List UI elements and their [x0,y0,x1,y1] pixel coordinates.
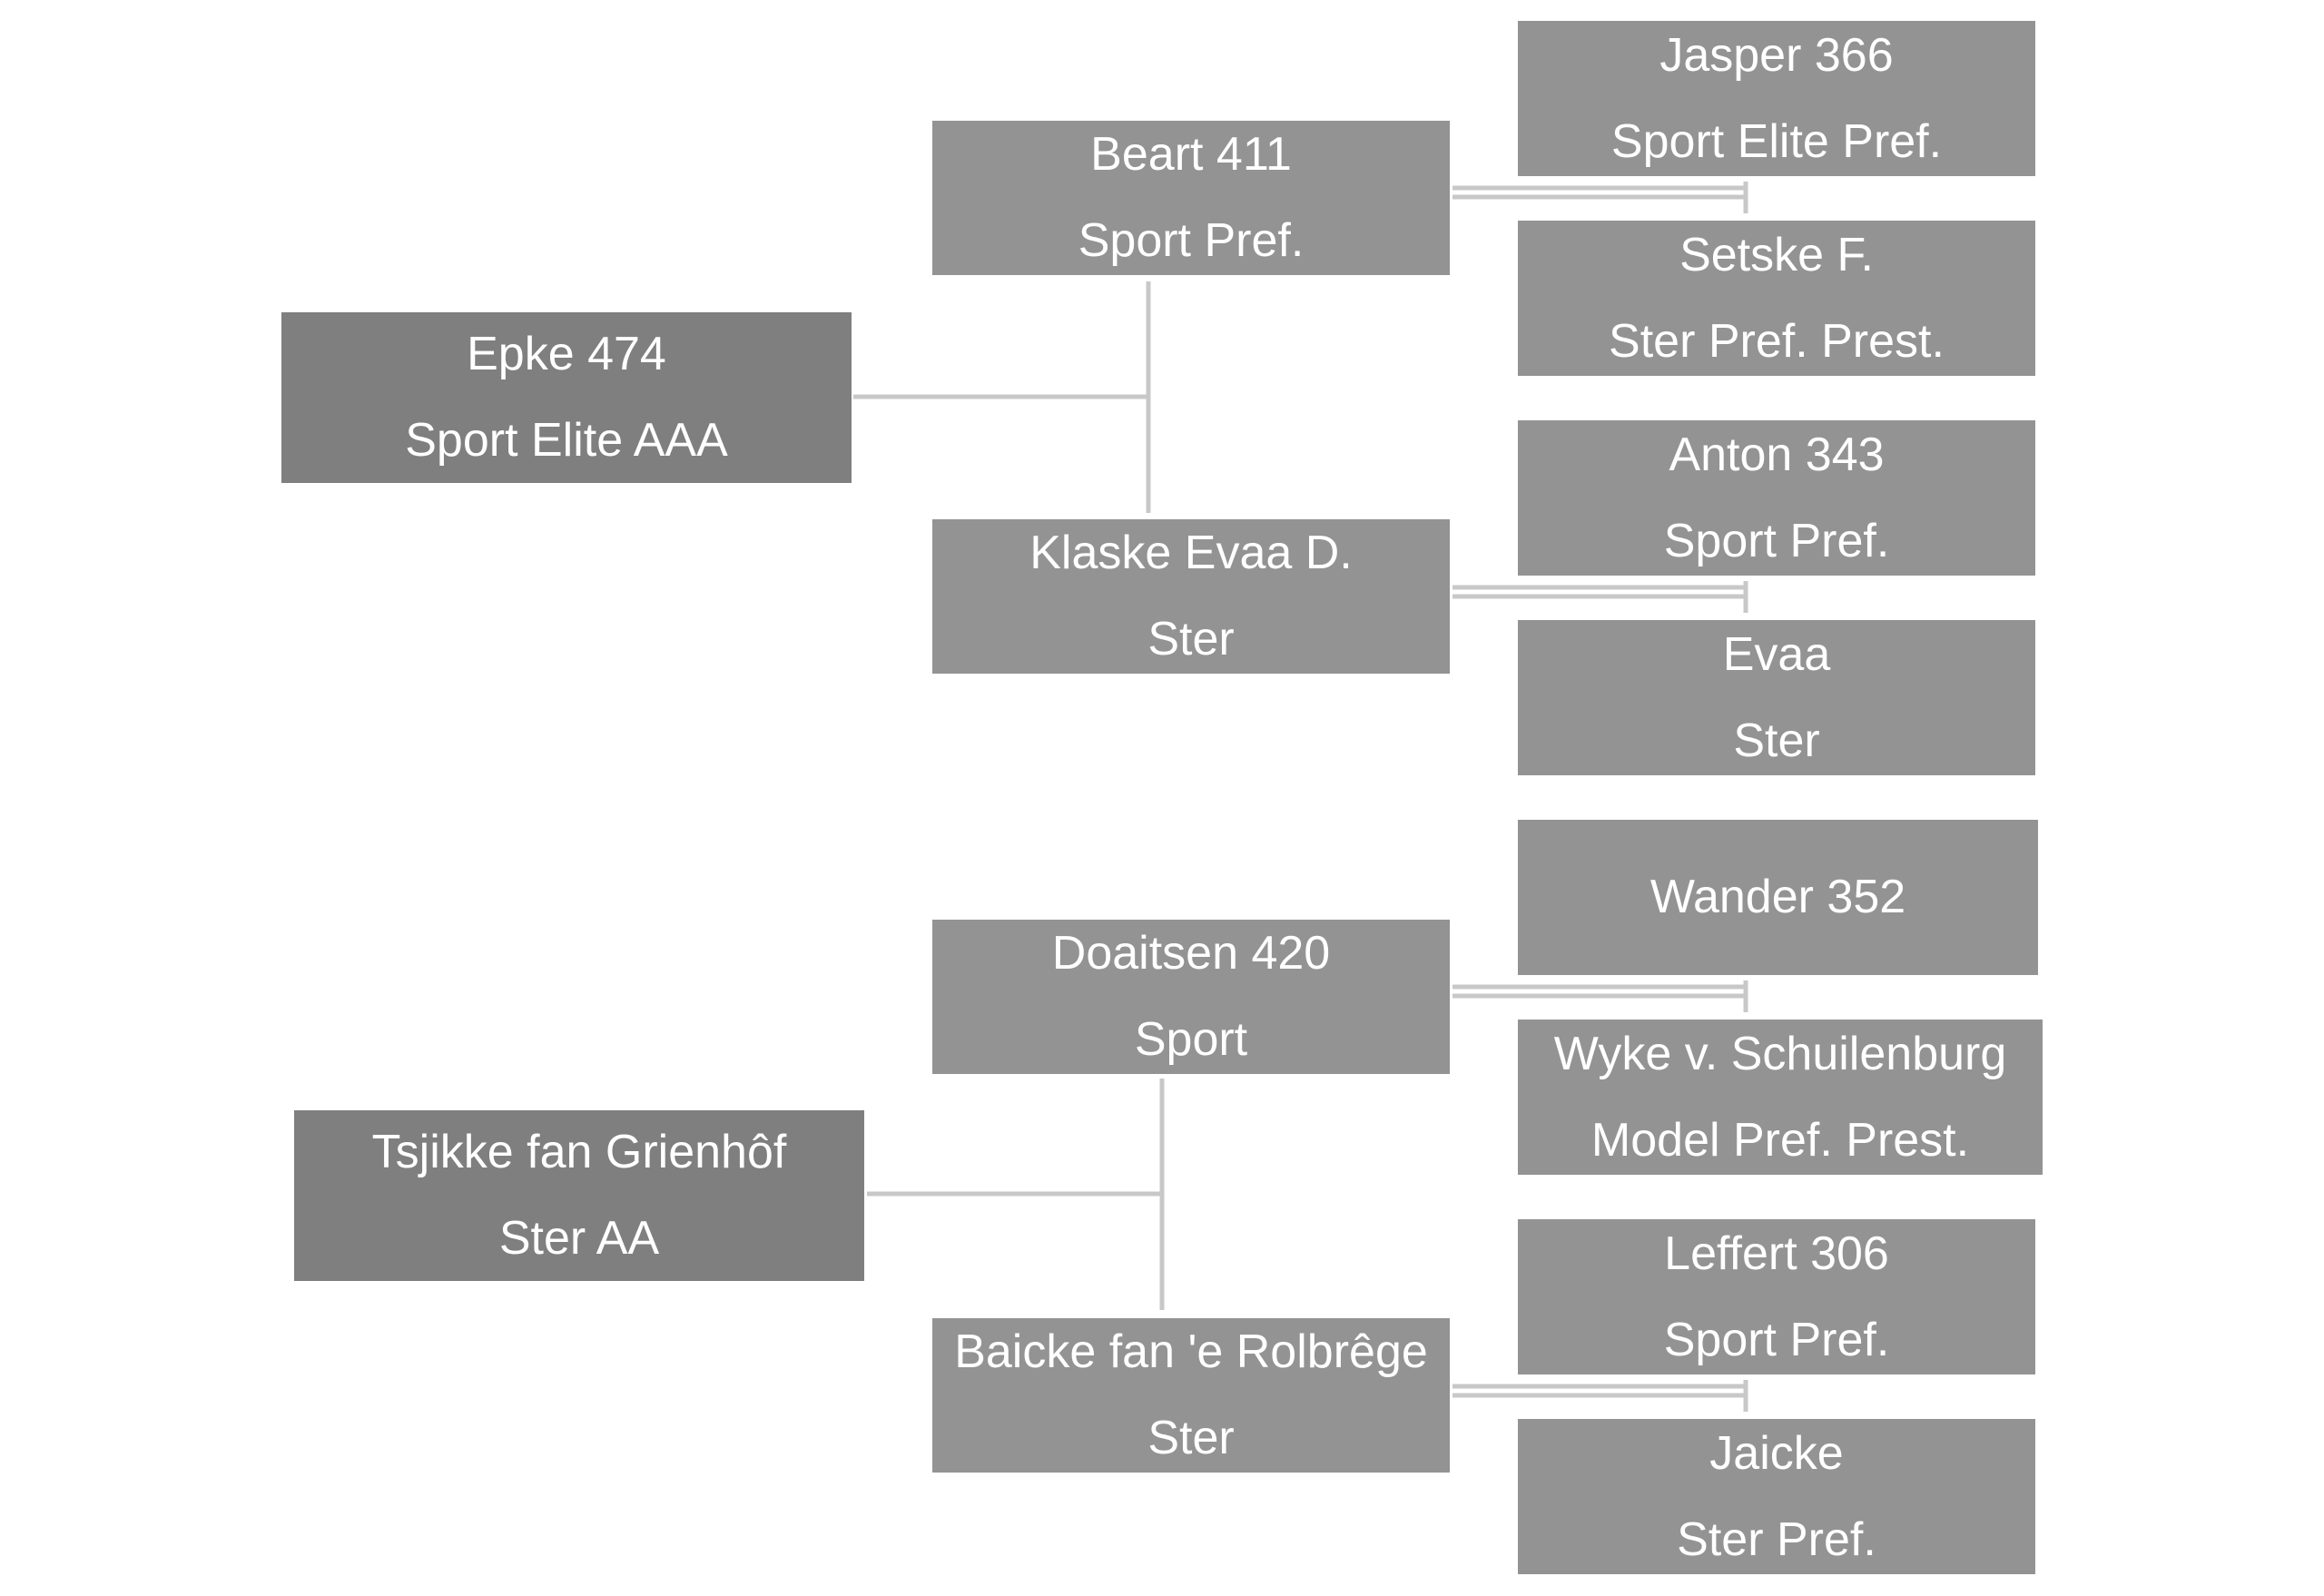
horse-name: Tsjikke fan Grienhôf [371,1126,787,1178]
dam-sire-node-leffert-306: Leffert 306 Sport Pref. [1518,1219,2035,1374]
sire-sire-node-wander-352: Wander 352 [1518,820,2038,975]
dam-node-klaske-evaa-d: Klaske Evaa D. Ster [932,519,1450,674]
sire-sire-node-jasper-366: Jasper 366 Sport Elite Pref. [1518,21,2035,176]
sire-dam-node-setske-f: Setske F. Ster Pref. Prest. [1518,221,2035,376]
dam-sire-name: Leffert 306 [1664,1227,1889,1280]
dam-node-baicke-fan-e-rolbrege: Baicke fan 'e Rolbrêge Ster [932,1318,1450,1473]
sire-dam-name: Setske F. [1679,228,1874,281]
dam-dam-name: Jaicke [1709,1426,1844,1480]
sire-dam-grade: Ster Pref. Prest. [1609,314,1945,368]
sire-name: Doaitsen 420 [1051,927,1331,980]
sire-sire-name: Wander 352 [1649,871,1906,923]
sire-node-doaitsen-420: Doaitsen 420 Sport [932,920,1450,1074]
sire-dam-grade: Model Pref. Prest. [1590,1113,1970,1167]
sire-dam-node-wyke-v-schuilenburg: Wyke v. Schuilenburg Model Pref. Prest. [1518,1020,2043,1175]
dam-dam-grade: Ster Pref. [1677,1512,1876,1566]
dam-sire-grade: Sport Pref. [1663,1313,1890,1366]
sire-grade: Sport [1134,1013,1248,1066]
horse-grade: Sport Elite AAA [405,414,728,467]
dam-name: Klaske Evaa D. [1029,527,1353,579]
dam-grade: Ster [1147,613,1235,665]
horse-node-epke-474: Epke 474 Sport Elite AAA [281,312,852,483]
dam-dam-grade: Ster [1733,714,1820,767]
dam-sire-name: Anton 343 [1669,428,1885,481]
dam-name: Baicke fan 'e Rolbrêge [954,1325,1428,1378]
dam-dam-name: Evaa [1722,627,1831,681]
sire-sire-name: Jasper 366 [1659,28,1894,82]
dam-sire-grade: Sport Pref. [1663,514,1890,567]
sire-name: Beart 411 [1090,128,1292,181]
dam-dam-node-evaa: Evaa Ster [1518,620,2035,775]
sire-grade: Sport Pref. [1078,214,1305,267]
dam-grade: Ster [1147,1412,1235,1464]
horse-grade: Ster AA [498,1212,660,1265]
sire-sire-grade: Sport Elite Pref. [1610,114,1943,168]
horse-node-tsjikke-fan-grienhof: Tsjikke fan Grienhôf Ster AA [294,1110,864,1281]
dam-dam-node-jaicke: Jaicke Ster Pref. [1518,1419,2035,1574]
sire-dam-name: Wyke v. Schuilenburg [1553,1027,2007,1080]
dam-sire-node-anton-343: Anton 343 Sport Pref. [1518,420,2035,576]
sire-node-beart-411: Beart 411 Sport Pref. [932,121,1450,275]
horse-name: Epke 474 [467,328,666,380]
